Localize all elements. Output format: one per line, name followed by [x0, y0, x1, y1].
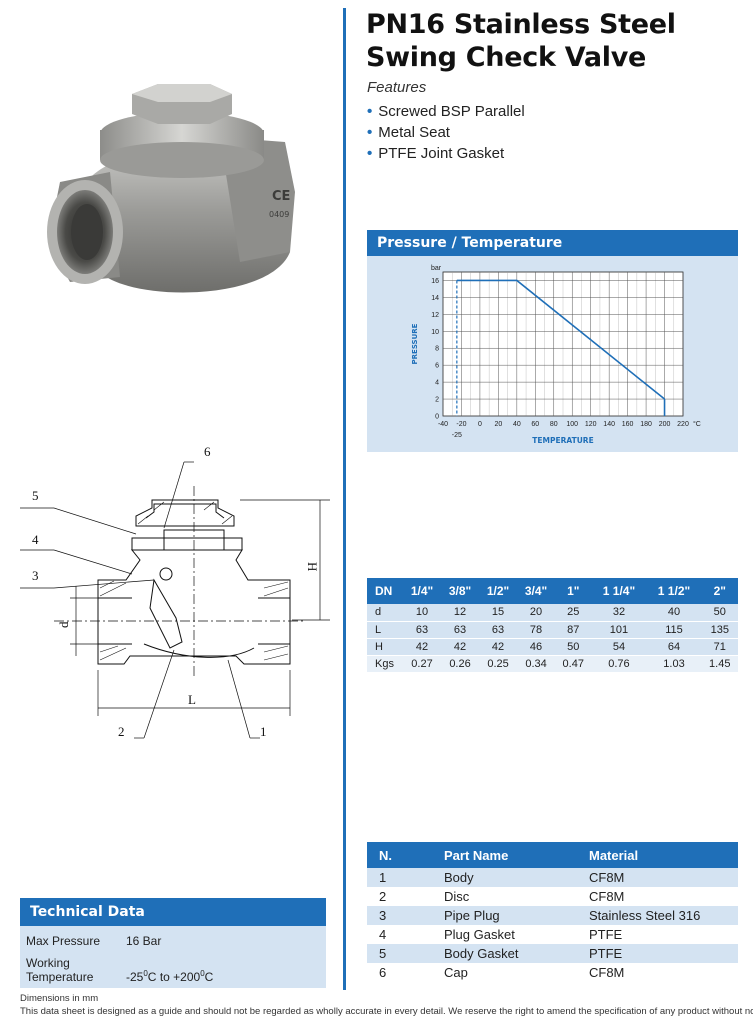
x-tick-label: 80 — [550, 421, 558, 428]
x-tick-label: 180 — [640, 421, 652, 428]
y-tick-label: 6 — [435, 363, 439, 370]
footer-disclaimer: This data sheet is designed as a guide a… — [20, 1006, 753, 1017]
working-temp-label: Working Temperature — [26, 956, 94, 984]
extra-tick-label: -25 — [452, 432, 462, 439]
max-pressure-row: Max Pressure 16 Bar — [26, 934, 161, 948]
pt-series-line — [456, 279, 666, 400]
x-tick-label: 160 — [622, 421, 634, 428]
label-1: 1 — [260, 724, 267, 739]
technical-data-panel: Technical Data Max Pressure 16 Bar Workin… — [20, 898, 326, 988]
dim-header: 3/4" — [517, 578, 556, 604]
y-tick-label: 14 — [431, 295, 439, 302]
max-pressure-label: Max Pressure — [26, 934, 101, 948]
title-line-2: Swing Check Valve — [366, 42, 647, 73]
label-d: d — [56, 621, 71, 628]
x-tick-label: 200 — [659, 421, 671, 428]
y-tick-label: 8 — [435, 346, 439, 353]
dimension-header-row: DN 1/4" 3/8" 1/2" 3/4" 1" 1 1/4" 1 1/2" … — [367, 578, 738, 604]
footer-units: Dimensions in mm — [20, 993, 99, 1004]
dim-header: 1" — [555, 578, 592, 604]
working-temp-row: Working Temperature -250C to +2000C — [26, 956, 213, 984]
x-tick-label: 20 — [494, 421, 502, 428]
dim-header: 1/2" — [479, 578, 518, 604]
vertical-divider — [343, 8, 346, 990]
y-tick-label: 16 — [431, 278, 439, 285]
y-unit-label: bar — [431, 265, 442, 272]
x-tick-label: 100 — [566, 421, 578, 428]
label-4: 4 — [32, 532, 39, 547]
label-2: 2 — [118, 724, 125, 739]
dimension-table: DN 1/4" 3/8" 1/2" 3/4" 1" 1 1/4" 1 1/2" … — [367, 578, 738, 673]
tech-header: Technical Data — [20, 898, 326, 926]
parts-header: N. — [367, 842, 444, 868]
max-pressure-value: 16 Bar — [126, 934, 162, 948]
label-L: L — [188, 692, 196, 707]
dim-header: 1 1/2" — [646, 578, 702, 604]
label-H: H — [305, 562, 320, 571]
x-tick-label: 220 — [677, 421, 689, 428]
label-5: 5 — [32, 488, 39, 503]
x-tick-label: -20 — [456, 421, 466, 428]
label-3: 3 — [32, 568, 39, 583]
label-6: 6 — [204, 444, 211, 459]
y-axis-title: PRESSURE — [411, 323, 419, 364]
y-tick-label: 10 — [431, 329, 439, 336]
feature-item: •Screwed BSP Parallel — [367, 103, 525, 120]
pt-chart: -40 -20 0 20 40 60 80 100 120 140 160 180 200 220 0 2 4 6… — [411, 265, 701, 445]
pt-header: Pressure / Temperature — [367, 230, 738, 256]
sectional-drawing: 6 5 4 3 2 1 L H d — [20, 444, 330, 739]
dim-header: 2" — [701, 578, 738, 604]
title-line-1: PN16 Stainless Steel — [366, 9, 676, 40]
parts-header-row: N. Part Name Material — [367, 842, 738, 868]
x-tick-label: -40 — [438, 421, 448, 428]
x-axis-title: TEMPERATURE — [532, 436, 593, 445]
x-tick-label: 60 — [531, 421, 539, 428]
ce-mark: CE — [272, 189, 290, 204]
features-label: Features — [367, 79, 427, 96]
valve-photo: CE 0409 — [47, 84, 295, 293]
working-temp-value: -250C to +2000C — [126, 969, 214, 984]
x-tick-label: 0 — [478, 421, 482, 428]
x-tick-label: 40 — [513, 421, 521, 428]
parts-header: Part Name — [444, 842, 589, 868]
dim-header: DN — [367, 578, 403, 604]
dim-header: 3/8" — [441, 578, 480, 604]
x-tick-label: 140 — [603, 421, 615, 428]
dim-header: 1/4" — [403, 578, 442, 604]
y-tick-label: 0 — [435, 414, 439, 421]
x-tick-label: 120 — [585, 421, 597, 428]
product-code: 0409 — [269, 210, 289, 219]
y-tick-label: 4 — [435, 380, 439, 387]
page-title: PN16 Stainless Steel Swing Check Valve — [366, 8, 746, 74]
feature-item: •PTFE Joint Gasket — [367, 145, 505, 162]
y-tick-label: 2 — [435, 397, 439, 404]
feature-item: •Metal Seat — [367, 124, 450, 141]
x-unit-label: °C — [693, 420, 701, 428]
dim-header: 1 1/4" — [591, 578, 647, 604]
features-list: •Screwed BSP Parallel •Metal Seat •PTFE … — [367, 101, 525, 164]
parts-header: Material — [589, 842, 738, 868]
y-tick-label: 12 — [431, 312, 439, 319]
